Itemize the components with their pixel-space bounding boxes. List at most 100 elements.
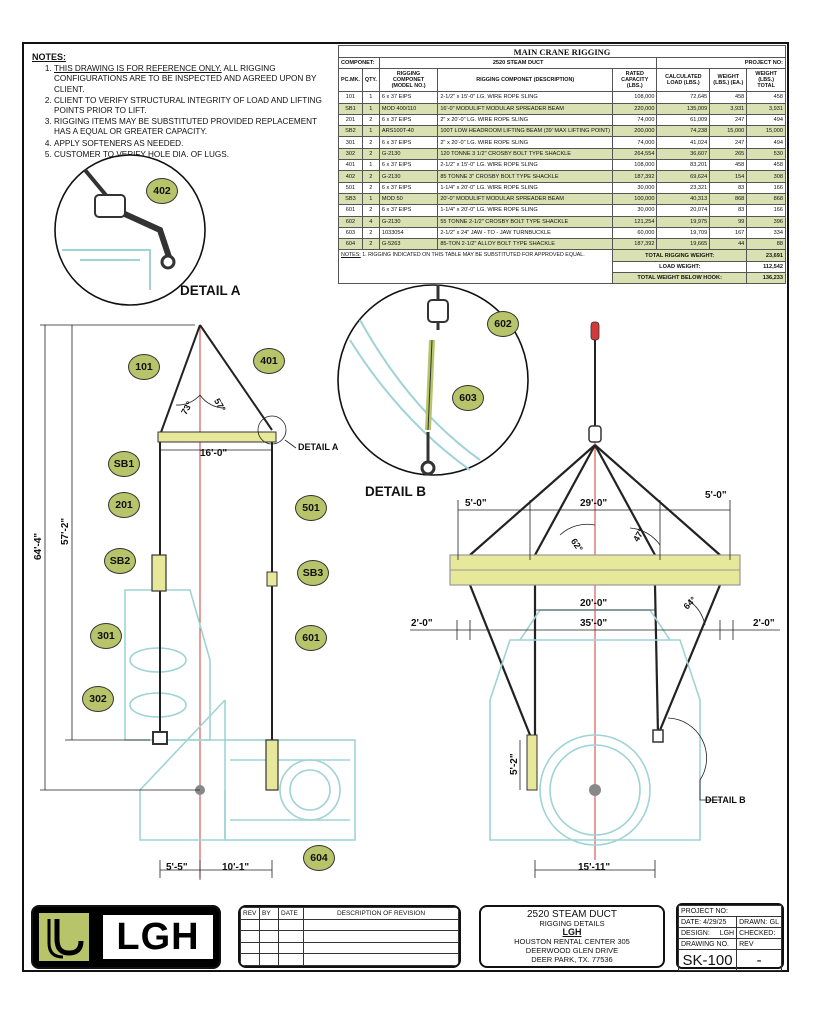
- title-block: 2520 STEAM DUCT RIGGING DETAILS LGH HOUS…: [479, 905, 665, 968]
- logo-text: LGH: [103, 915, 213, 959]
- dim-left-span: 16'-0": [200, 448, 228, 459]
- dim-right-top: 29'-0": [580, 498, 608, 509]
- table-cell: SB3: [338, 192, 363, 206]
- crane-hook-icon: [39, 913, 89, 961]
- table-col-header: CALCULATED LOAD (LBS.): [656, 68, 711, 93]
- table-cell: 2: [361, 238, 380, 251]
- balloon-301: 301: [90, 623, 122, 649]
- dim-right-52: 5'-2": [509, 753, 520, 775]
- dim-left-h1: 64'-4": [33, 532, 44, 560]
- date-field: DATE: 4/29/25: [677, 916, 738, 928]
- by-col-header: BY: [259, 907, 279, 920]
- title-line-1: 2520 STEAM DUCT: [526, 909, 618, 920]
- title-line-3: LGH: [562, 927, 582, 937]
- table-footnote: NOTES: 1. RIGGING INDICATED ON THIS TABL…: [337, 249, 614, 285]
- dim-right-5a: 5'-0": [465, 498, 487, 509]
- notes-title: NOTES:: [32, 52, 67, 62]
- detail-b-title: DETAIL B: [365, 484, 427, 499]
- design-field: DESIGN: LGH: [677, 927, 738, 939]
- table-header-row: PC.MK.QTY.RIGGING COMPONET (MODEL NO.)RI…: [338, 68, 786, 93]
- balloon-302: 302: [82, 686, 114, 712]
- table-cell: 402: [338, 170, 363, 183]
- title-line-4: HOUSTON RENTAL CENTER 305: [514, 937, 630, 946]
- note-item: APPLY SOFTENERS AS NEEDED.: [54, 139, 332, 149]
- balloon-602: 602: [487, 311, 519, 337]
- note-item: CUSTOMER TO VERIFY HOLE DIA. OF LUGS.: [54, 150, 332, 160]
- balloon-101: 101: [128, 354, 160, 380]
- rigging-table: MAIN CRANE RIGGING COMPONET: 2520 STEAM …: [337, 45, 786, 285]
- notes-list: THIS DRAWING IS FOR REFERENCE ONLY. ALL …: [32, 64, 332, 160]
- balloon-sb1: SB1: [108, 451, 140, 477]
- balloon-401: 401: [253, 348, 285, 374]
- detail-a-title: DETAIL A: [180, 283, 241, 298]
- revision-block: REV BY DATE DESCRIPTION OF REVISION: [238, 905, 461, 968]
- dim-right-5b: 5'-0": [705, 490, 727, 501]
- dim-left-b2: 10'-1": [222, 862, 250, 873]
- dim-right-bottom: 15'-11": [578, 862, 611, 873]
- table-cell: 868: [709, 192, 748, 206]
- drawing-border: [22, 42, 789, 972]
- note-item: THIS DRAWING IS FOR REFERENCE ONLY. ALL …: [54, 64, 332, 95]
- right-elevation-view: [410, 321, 780, 878]
- table-col-header: RIGGING COMPONET (MODEL NO.): [378, 68, 439, 93]
- title-line-5: DEERWOOD GLEN DRIVE: [525, 946, 619, 955]
- notes-block: NOTES: THIS DRAWING IS FOR REFERENCE ONL…: [32, 52, 332, 161]
- dim-right-35: 35'-0": [580, 618, 608, 629]
- detail-a-pointer-label: DETAIL A: [298, 442, 339, 452]
- total-below-hook-label: TOTAL WEIGHT BELOW HOOK:: [612, 272, 748, 285]
- table-cell: 604: [338, 238, 363, 251]
- note-item: CLIENT TO VERIFY STRUCTURAL INTEGRITY OF…: [54, 96, 332, 116]
- total-rigging-label: TOTAL RIGGING WEIGHT:: [612, 249, 748, 262]
- rev-col-header: REV: [240, 907, 260, 920]
- dim-right-2b: 2'-0": [753, 618, 775, 629]
- detail-b-view: [337, 284, 529, 476]
- table-cell: 1: [361, 125, 380, 138]
- rev-label: REV: [736, 938, 782, 950]
- table-col-header: WEIGHT (LBS.) TOTAL: [746, 68, 786, 93]
- balloon-603: 603: [452, 385, 484, 411]
- balloon-501: 501: [295, 495, 327, 521]
- table-cell: ARS100T-40: [378, 125, 439, 138]
- balloon-sb2: SB2: [104, 548, 136, 574]
- balloon-sb3: SB3: [297, 560, 329, 586]
- project-block: PROJECT NO: DATE: 4/29/25 DRAWN: GL DESI…: [676, 903, 784, 971]
- table-col-header: RATED CAPACITY (LBS.): [612, 68, 658, 93]
- dim-left-b1: 5'-5": [166, 862, 188, 873]
- rev-value: -: [736, 949, 782, 971]
- dim-right-2a: 2'-0": [411, 618, 433, 629]
- balloon-201: 201: [108, 492, 140, 518]
- table-cell: 530: [746, 147, 786, 161]
- project-no-field: PROJECT NO:: [678, 905, 782, 917]
- dim-right-20: 20'-0": [580, 598, 608, 609]
- table-cell: 220,000: [612, 102, 658, 115]
- balloon-601: 601: [295, 625, 327, 651]
- drawing-no-label: DRAWING NO.: [677, 938, 738, 950]
- drawing-no-value: SK-100: [677, 949, 738, 971]
- project-no-label: PROJECT NO:: [656, 56, 786, 70]
- dim-left-h2: 57'-2": [60, 517, 71, 545]
- drawn-field: DRAWN: GL: [736, 916, 782, 928]
- table-cell: 166: [746, 181, 786, 194]
- balloon-604: 604: [303, 845, 335, 871]
- balloon-402: 402: [146, 178, 178, 204]
- title-line-6: DEER PARK, TX. 77536: [531, 955, 613, 964]
- table-cell: 264,554: [612, 147, 658, 161]
- desc-col-header: DESCRIPTION OF REVISION: [303, 907, 459, 920]
- table-cell: G-5263: [378, 238, 439, 251]
- table-cell: 200,000: [612, 125, 658, 138]
- table-cell: 85-TON 2-1/2" ALLOY BOLT TYPE SHACKLE: [437, 238, 614, 251]
- left-elevation-view: [40, 324, 356, 880]
- componet-value: 2520 STEAM DUCT: [378, 56, 658, 70]
- table-cell: G-2130: [378, 147, 439, 161]
- company-logo: LGH: [31, 905, 221, 969]
- title-line-2: RIGGING DETAILS: [539, 919, 605, 928]
